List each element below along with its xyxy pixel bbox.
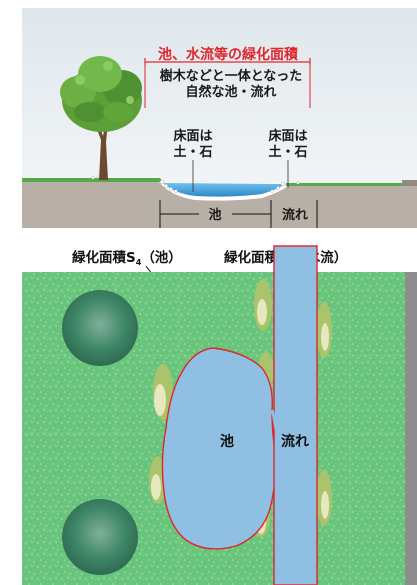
desc-line-2: 自然な池・流れ bbox=[185, 84, 276, 100]
section-grass-left bbox=[22, 178, 163, 182]
section-ground bbox=[22, 181, 417, 228]
cross-section: 池、水流等の緑化面積 樹木などと一体となった 自然な池・流れ 床面は 土・石 床… bbox=[22, 8, 417, 228]
plan-pond bbox=[161, 347, 277, 550]
tree-illustration bbox=[60, 56, 142, 180]
plan-labels: 緑化面積S4（池） 緑化面積S4（水流） bbox=[72, 249, 347, 351]
title-bracket bbox=[144, 58, 311, 65]
plan-tree-bottom bbox=[62, 499, 138, 575]
plan-view: 池 流れ bbox=[22, 245, 417, 585]
section-title: 池、水流等の緑化面積 bbox=[158, 46, 299, 63]
section-curb bbox=[402, 180, 417, 186]
plan-stream-label: 流れ bbox=[281, 433, 309, 450]
plan-stream bbox=[273, 245, 318, 585]
plan-trees bbox=[62, 290, 138, 575]
plan-pond-label: 池 bbox=[220, 433, 234, 450]
dim-label-pond: 池 bbox=[208, 207, 221, 223]
desc-line-1: 樹木などと一体となった bbox=[160, 68, 303, 84]
dimension-lines bbox=[159, 200, 318, 228]
section-stones bbox=[91, 175, 300, 193]
plan-edge bbox=[405, 272, 417, 585]
label-pond-area: 緑化面積S4（池） bbox=[72, 249, 182, 267]
pond-stream-join bbox=[270, 409, 278, 431]
plan-tree-top bbox=[62, 290, 138, 366]
floor-label-right-1: 床面は bbox=[268, 128, 307, 144]
dim-label-stream: 流れ bbox=[282, 207, 308, 223]
floor-label-left-1: 床面は bbox=[173, 128, 212, 144]
floor-label-right-2: 土・石 bbox=[268, 144, 307, 160]
section-grass-right bbox=[286, 183, 402, 186]
floor-label-left-2: 土・石 bbox=[173, 144, 212, 160]
section-water bbox=[163, 183, 286, 197]
